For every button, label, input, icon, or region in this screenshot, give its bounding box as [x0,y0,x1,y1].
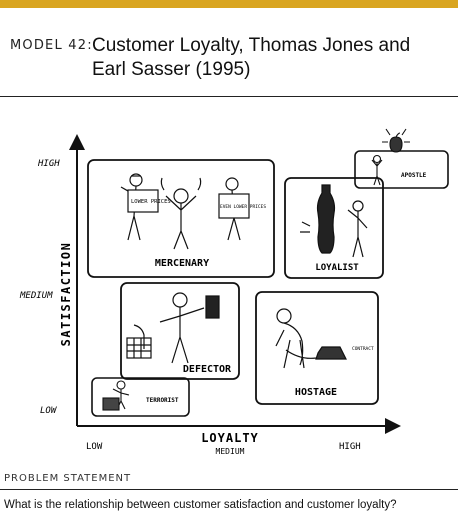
defector-illustration [127,293,219,363]
y-tick-medium: MEDIUM [19,291,53,301]
loyalist-label: LOYALIST [315,263,359,273]
defector-label: DEFECTOR [183,364,232,375]
x-tick-low: LOW [86,442,103,452]
mercenary-label: MERCENARY [155,258,209,269]
hostage-label: HOSTAGE [295,387,337,398]
mercenary-sign-2: EVEN LOWER PRICES [220,204,266,210]
top-accent-band [0,0,458,8]
terrorist-illustration [103,381,129,410]
mercenary-illustration [121,174,249,249]
hostage-illustration [276,309,346,368]
apostle-label: APOSTLE [401,172,427,179]
problem-statement-heading: PROBLEM STATEMENT [4,473,131,484]
loyalty-satisfaction-diagram: SATISFACTION HIGH MEDIUM LOW LOYALTY LOW… [0,100,458,460]
model-header: MODEL 42: Customer Loyalty, Thomas Jones… [0,8,458,97]
segment-terrorist: TERRORIST [92,378,189,416]
segment-defector: DEFECTOR [121,283,239,379]
apostle-box [355,151,448,188]
segment-loyalist: LOYALIST [285,178,383,278]
mercenary-sign-1: LOWER PRICES [131,199,171,205]
x-tick-medium: MEDIUM [216,447,245,456]
x-tick-high: HIGH [339,442,361,452]
y-axis-label: SATISFACTION [59,242,73,347]
model-title: Customer Loyalty, Thomas Jones and Earl … [92,34,447,82]
y-tick-low: LOW [40,406,58,416]
segment-apostle: APOSTLE [355,129,448,188]
hostage-weight-label: CONTRACT [352,346,374,352]
model-number: MODEL 42: [10,38,93,53]
terrorist-label: TERRORIST [146,397,179,404]
segment-mercenary: LOWER PRICES EVEN LOWER PRICES MERCENARY [88,160,274,277]
problem-statement-text: What is the relationship between custome… [4,499,396,511]
problem-statement-divider [0,489,458,490]
x-axis-label: LOYALTY [201,431,259,445]
segment-hostage: CONTRACT HOSTAGE [256,292,378,404]
loyalist-illustration [300,185,367,257]
y-tick-high: HIGH [37,159,60,169]
